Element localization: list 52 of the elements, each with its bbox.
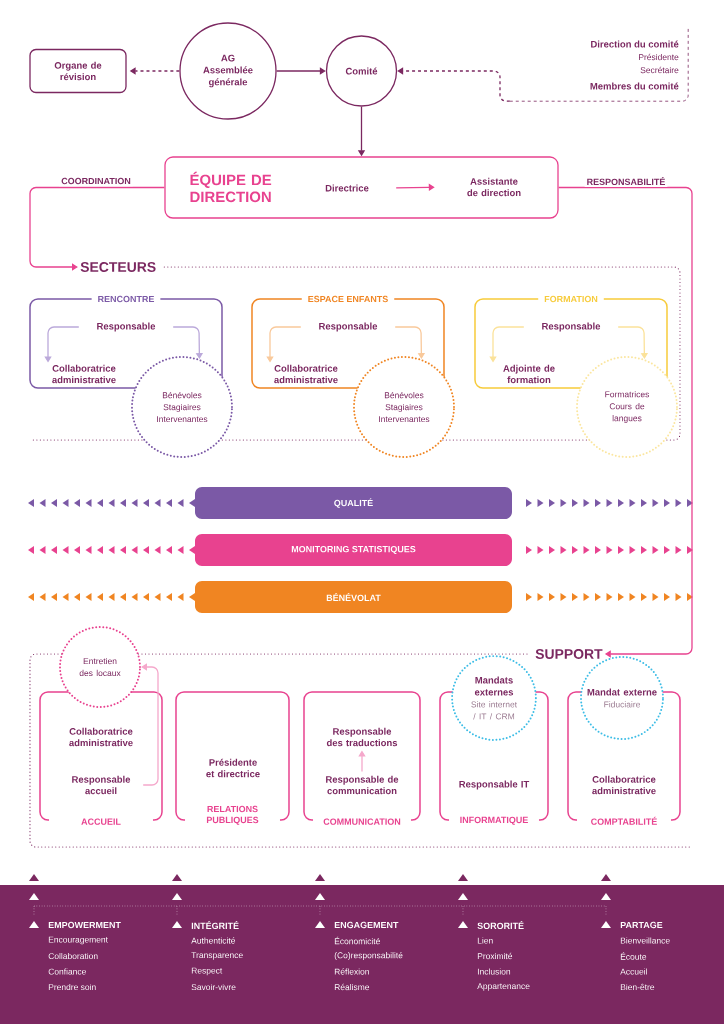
role-text: Responsable de communication bbox=[326, 775, 399, 795]
value-item: Respect bbox=[191, 967, 223, 976]
value-heading: INTÉGRITÉ bbox=[191, 921, 239, 930]
edge-label: RESPONSABILITÉ bbox=[584, 175, 668, 187]
value-item: Authenticité bbox=[191, 937, 236, 944]
edge-label: COORDINATION bbox=[59, 175, 133, 187]
arrow bbox=[29, 186, 165, 271]
value-heading: PARTAGE bbox=[620, 921, 663, 929]
value-item: Écoute bbox=[620, 952, 647, 960]
value-item: Réflexion bbox=[334, 968, 369, 975]
value-item: Confiance bbox=[48, 968, 86, 975]
value-item: Collaboration bbox=[48, 952, 98, 960]
theme-bar: BÉNÉVOLAT bbox=[195, 581, 512, 613]
committee-list: Direction du comité Présidente Secrétaire Membres du comité bbox=[509, 28, 689, 102]
value-item: Transparence bbox=[191, 952, 243, 960]
role-text: Collaboratrice administrative bbox=[52, 364, 116, 384]
value-item: Réalisme bbox=[334, 983, 370, 991]
value-item: Accueil bbox=[620, 968, 647, 975]
role-text: Directrice bbox=[325, 184, 369, 192]
arrow bbox=[276, 67, 326, 75]
value-item: Bienveillance bbox=[620, 937, 670, 944]
value-item: Appartenance bbox=[477, 983, 530, 991]
role-text: Collaboratrice administrative bbox=[592, 775, 656, 795]
role-text: Assistante de direction bbox=[467, 177, 521, 197]
role-text: Collaboratrice administrative bbox=[69, 727, 133, 747]
value-heading: SORORITÉ bbox=[477, 921, 524, 930]
role-text: Responsable bbox=[97, 322, 156, 332]
role-text: Responsable IT bbox=[459, 780, 530, 790]
value-item: Lien bbox=[477, 937, 493, 944]
value-item: Proximité bbox=[477, 952, 513, 960]
arrow bbox=[141, 663, 159, 786]
value-item: (Co)responsabilité bbox=[334, 952, 403, 960]
role-text: Responsable des traductions bbox=[326, 727, 398, 747]
value-heading: ENGAGEMENT bbox=[334, 921, 399, 929]
role-text: Adjointe de formation bbox=[503, 364, 555, 384]
value-heading: EMPOWERMENT bbox=[48, 921, 121, 929]
role-text: Responsable bbox=[319, 322, 378, 332]
arrow bbox=[395, 183, 435, 191]
role-text: Responsable bbox=[542, 322, 601, 332]
theme-bar: MONITORING STATISTIQUES bbox=[195, 534, 512, 566]
value-item: Inclusion bbox=[477, 968, 511, 975]
value-item: Encouragement bbox=[48, 936, 108, 945]
value-item: Prendre soin bbox=[48, 983, 96, 991]
arrow bbox=[558, 186, 693, 658]
value-item: Savoir-vivre bbox=[191, 983, 236, 991]
value-item: Bien-être bbox=[620, 983, 655, 991]
role-text: Collaboratrice administrative bbox=[274, 364, 338, 384]
box: Organe de révision bbox=[29, 48, 127, 94]
value-item: Économicité bbox=[334, 936, 380, 945]
role-text: Présidente et directrice bbox=[206, 758, 260, 778]
theme-bar: QUALITÉ bbox=[195, 487, 512, 519]
role-text: Responsable accueil bbox=[72, 775, 131, 795]
